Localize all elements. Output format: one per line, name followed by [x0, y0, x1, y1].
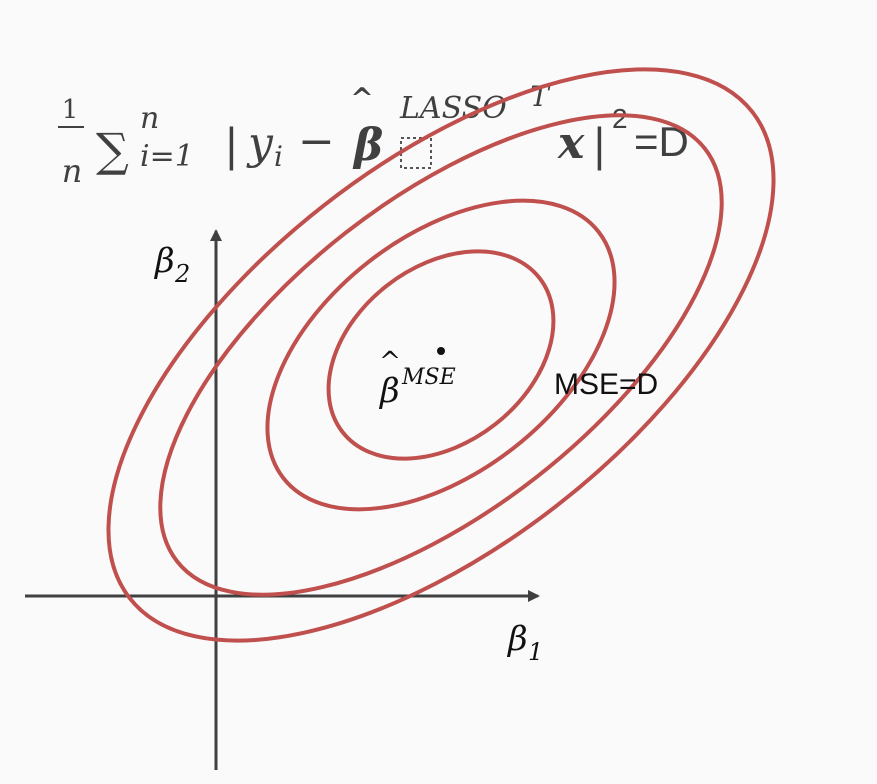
formula-beta-hat: ^	[350, 82, 373, 115]
formula-beta-superscript: LASSO	[399, 91, 507, 126]
formula-minus: −	[298, 116, 335, 167]
beta2-axis-subscript: 2	[174, 260, 190, 288]
axes: β 1 β 2	[25, 229, 543, 770]
formula-sum-upper: n	[140, 101, 159, 136]
mse-estimate-superscript: MSE	[401, 365, 456, 390]
formula-equals-d: =D	[634, 118, 689, 165]
formula-sum-lower: i=1	[140, 139, 194, 174]
mse-equals-d-label: MSE=D	[554, 368, 658, 401]
formula-beta: β	[352, 120, 383, 171]
formula-sum-sign: ∑	[96, 123, 129, 177]
formula-x: x	[557, 118, 585, 169]
formula-fraction-numerator: 1	[62, 95, 79, 125]
mse-estimate-label: β	[378, 371, 400, 411]
formula-square: 2	[612, 103, 628, 134]
beta1-axis-label: β	[506, 619, 528, 659]
beta2-axis-label: β	[153, 241, 175, 281]
formula-y-subscript: i	[274, 140, 283, 173]
objective-formula: 1 n ∑ n i=1 | y i − ^ β LASSO T x | 2 =D	[58, 80, 689, 190]
mse-estimate-hat: ^	[379, 347, 401, 377]
formula-close-abs: |	[592, 120, 607, 171]
contour-third	[158, 113, 724, 597]
mse-contours	[106, 67, 776, 643]
formula-open-abs: |	[224, 120, 239, 171]
beta1-axis-subscript: 1	[528, 638, 543, 666]
mse-estimate-point	[437, 347, 445, 355]
formula-y: y	[246, 118, 274, 169]
contour-outer	[106, 67, 776, 643]
contour-second	[265, 198, 617, 512]
contour-inner	[326, 249, 556, 461]
formula-fraction-denominator: n	[62, 152, 83, 190]
